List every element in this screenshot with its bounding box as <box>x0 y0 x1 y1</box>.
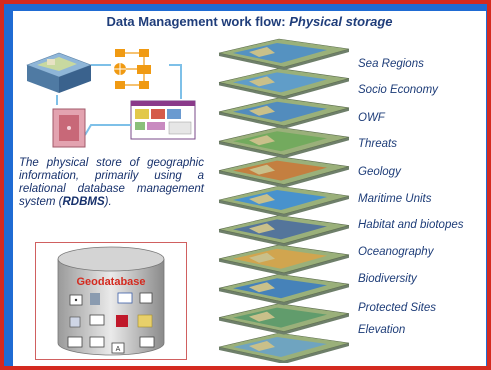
slide-title: Data Management work flow: Physical stor… <box>13 14 486 29</box>
layer-label-socio-economy: Socio Economy <box>358 84 438 96</box>
rdbms-label: RDBMS <box>62 196 105 208</box>
geodatabase-icons: A <box>67 292 155 354</box>
map-layer <box>218 332 350 363</box>
3d-map-block <box>26 52 92 93</box>
map-layer <box>218 38 350 70</box>
map-layer <box>218 244 350 276</box>
description-end: ). <box>104 196 112 208</box>
layer-label-elevation: Elevation <box>358 324 406 336</box>
map-layer <box>218 185 350 217</box>
geodatabase-cylinder: A Geodatabase <box>57 246 165 356</box>
map-layer <box>218 97 350 129</box>
slide-background: Data Management work flow: Physical stor… <box>4 4 487 366</box>
database-server-image <box>52 108 86 148</box>
workflow-diagram <box>26 49 196 148</box>
map-layer <box>218 303 350 335</box>
layer-label-sea-regions: Sea Regions <box>358 58 424 70</box>
title-main: Data Management work flow: <box>106 14 290 29</box>
layer-label-maritime-units: Maritime Units <box>358 193 432 205</box>
physical-store-description: The physical store of geographic informa… <box>19 157 204 209</box>
layer-label-protected-sites: Protected Sites <box>358 302 436 314</box>
geodatabase-label: Geodatabase <box>76 276 145 288</box>
map-layer <box>218 68 350 100</box>
layer-label-oceanography: Oceanography <box>358 246 434 258</box>
map-layer <box>218 126 350 159</box>
map-layer-stack <box>218 38 350 363</box>
gis-software-window <box>130 100 196 140</box>
workflow-nodes <box>114 49 151 89</box>
layer-label-biodiversity: Biodiversity <box>358 273 417 285</box>
geodatabase-panel: A Geodatabase <box>35 242 187 360</box>
svg-text:A: A <box>116 346 121 353</box>
layer-label-threats: Threats <box>358 138 397 150</box>
layer-label-geology: Geology <box>358 166 401 178</box>
layer-label-habitat-and-biotopes: Habitat and biotopes <box>358 219 464 231</box>
description-text: The physical store of geographic informa… <box>19 157 204 208</box>
slide-content: Data Management work flow: Physical stor… <box>13 11 486 366</box>
layer-label-owf: OWF <box>358 112 385 124</box>
title-emphasis: Physical storage <box>289 14 393 29</box>
map-layer <box>218 156 350 188</box>
map-layer <box>218 273 350 306</box>
map-layer <box>218 215 350 247</box>
